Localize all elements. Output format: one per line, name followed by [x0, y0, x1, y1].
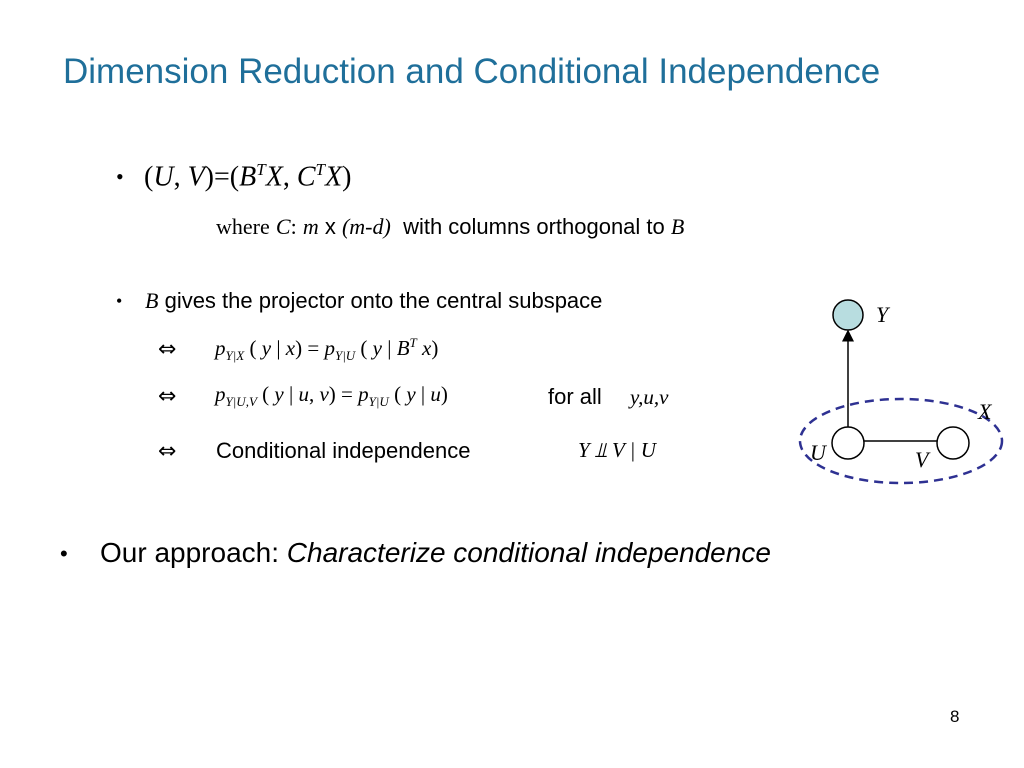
- slide-title: Dimension Reduction and Conditional Inde…: [63, 52, 881, 91]
- ci-label: Conditional independence: [216, 438, 471, 463]
- node-v-label: V: [915, 447, 931, 472]
- bullet1-formula: (U, V)=(BTX, CTX): [144, 160, 352, 193]
- equation-1: pY|X ( y | x) = pY|U ( y | BT x): [215, 335, 439, 363]
- where-x: x: [324, 214, 336, 239]
- bullet3-emphasis: Characterize conditional independence: [286, 537, 771, 568]
- node-u: [831, 426, 865, 460]
- bullet3-marker: •: [60, 541, 68, 566]
- equiv-arrow-1: ⇔: [158, 337, 177, 362]
- where-colon: :: [290, 214, 297, 239]
- for-all-vars: y,u,v: [630, 385, 669, 409]
- bullet3-prefix: Our approach:: [100, 537, 279, 568]
- where-word: where: [216, 214, 270, 239]
- bullet1-where-line: where C: m x (m-d) with columns orthogon…: [216, 214, 684, 240]
- where-c: C: [275, 214, 291, 239]
- bullet2-line: B gives the projector onto the central s…: [145, 288, 602, 314]
- equiv-arrow-3: ⇔: [158, 439, 177, 464]
- node-y: [832, 299, 864, 331]
- page-number: 8: [950, 707, 960, 726]
- dependency-graph: Y U V X: [798, 299, 1004, 485]
- ci-formula: Y ⫫ V | U: [578, 438, 656, 462]
- bullet1-marker: •: [116, 164, 124, 189]
- equation-2: pY|U,V ( y | u, v) = pY|U ( y | u): [215, 382, 448, 409]
- bullet2-marker: •: [116, 291, 123, 311]
- where-text: with columns orthogonal to: [403, 214, 665, 239]
- where-paren: (m-d): [341, 214, 391, 239]
- node-v: [936, 426, 970, 460]
- bullet2-text: gives the projector onto the central sub…: [164, 288, 603, 313]
- group-x-label: X: [977, 399, 993, 424]
- node-y-label: Y: [876, 302, 891, 327]
- bullet2-b-symbol: B: [145, 288, 159, 313]
- for-all-label: for all: [548, 384, 602, 409]
- node-u-label: U: [810, 440, 828, 465]
- bullet3-line: Our approach: Characterize conditional i…: [100, 537, 771, 569]
- x-group-ellipse: [798, 397, 1004, 485]
- equiv-arrow-2: ⇔: [158, 384, 177, 409]
- where-b: B: [670, 214, 685, 239]
- where-m: m: [302, 214, 319, 239]
